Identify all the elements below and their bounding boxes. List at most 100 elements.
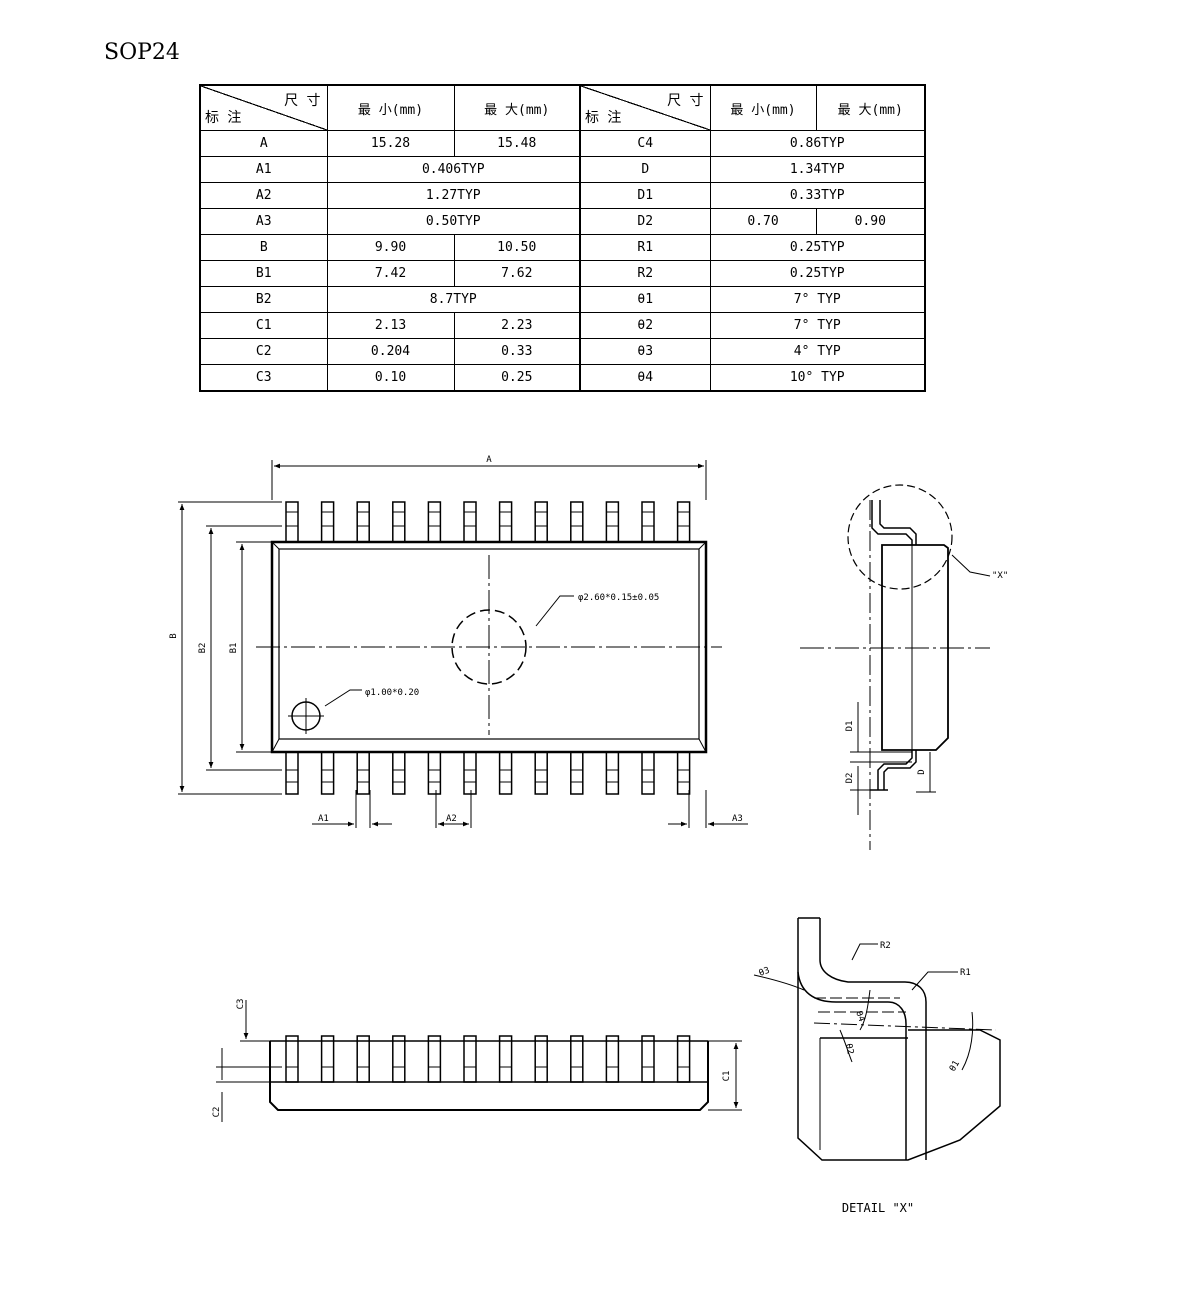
- front-lead-pin: [498, 1035, 513, 1083]
- lead-pin: [605, 751, 620, 795]
- front-lead-pin: [427, 1035, 442, 1083]
- row-value: 0.406TYP: [326, 156, 581, 183]
- front-pins: [285, 1035, 691, 1083]
- lead-pin: [641, 751, 655, 795]
- front-lead-pin: [320, 1035, 335, 1083]
- dim-label-C3: C3: [236, 999, 246, 1010]
- header-max-right: 最 大(mm): [815, 84, 926, 131]
- dimension-table: 尺 寸标 注 最 小(mm) 最 大(mm) 尺 寸标 注 最 小(mm) 最 …: [199, 84, 926, 392]
- row-value: 10° TYP: [709, 364, 926, 392]
- top-pins: [285, 501, 691, 543]
- row-value: 1.34TYP: [709, 156, 926, 183]
- angle-label-theta4: θ4: [853, 1010, 866, 1024]
- table-row: C2 0.204 0.33 θ3 4° TYP: [199, 338, 926, 365]
- row-label: θ3: [579, 338, 711, 365]
- lead-pin: [285, 751, 299, 795]
- row-min: 0.204: [326, 338, 455, 365]
- lead-pin: [570, 501, 584, 543]
- row-max: 7.62: [453, 260, 581, 287]
- table-row: C3 0.10 0.25 θ4 10° TYP: [199, 364, 926, 392]
- lead-pin: [676, 751, 691, 795]
- dim-label-B2: B2: [198, 643, 208, 654]
- lead-pin: [356, 501, 370, 543]
- row-label: D: [579, 156, 711, 183]
- lead-pin: [285, 501, 299, 543]
- dim-label-B1: B1: [229, 643, 239, 654]
- dim-label-D: D: [917, 769, 927, 774]
- angle-label-theta1: θ1: [948, 1059, 962, 1073]
- header-diagonal-cell-right: 尺 寸标 注: [579, 84, 711, 131]
- bottom-pins: [285, 751, 691, 795]
- front-lead-pin: [463, 1035, 477, 1083]
- hole-small-label: φ1.00*0.20: [365, 688, 419, 698]
- front-lead-pin: [392, 1035, 406, 1083]
- lead-pin: [427, 501, 442, 543]
- row-max: 0.25: [453, 364, 581, 392]
- front-lead-pin: [570, 1035, 584, 1083]
- dim-label-C2: C2: [212, 1107, 222, 1118]
- front-view: [216, 1000, 742, 1122]
- row-min: 15.28: [326, 130, 455, 157]
- dim-label-R1: R1: [960, 968, 971, 978]
- top-view: [178, 460, 748, 828]
- dim-label-A3: A3: [732, 814, 743, 824]
- header-min-right: 最 小(mm): [709, 84, 817, 131]
- row-label: R1: [579, 234, 711, 261]
- dim-label-A1: A1: [318, 814, 329, 824]
- row-value: 7° TYP: [709, 312, 926, 339]
- front-lead-pin: [641, 1035, 655, 1083]
- row-max: 10.50: [453, 234, 581, 261]
- header-size-label: 尺 寸: [667, 93, 704, 109]
- lead-pin: [498, 751, 513, 795]
- lead-pin: [641, 501, 655, 543]
- front-lead-pin: [534, 1035, 548, 1083]
- ejector-pin-mark: [451, 609, 527, 685]
- lead-pin: [392, 751, 406, 795]
- header-size-label: 尺 寸: [284, 93, 321, 109]
- header-label-label: 标 注: [205, 110, 242, 126]
- angle-label-theta3: θ3: [758, 966, 772, 979]
- table-row: A2 1.27TYP D1 0.33TYP: [199, 182, 926, 209]
- detail-caption: DETAIL "X": [842, 1201, 914, 1215]
- lead-pin: [463, 501, 477, 543]
- lead-pin: [356, 751, 370, 795]
- table-row: A1 0.406TYP D 1.34TYP: [199, 156, 926, 183]
- row-label: A2: [199, 182, 328, 209]
- detail-x-view: [753, 917, 1001, 1161]
- row-label: C3: [199, 364, 328, 392]
- lead-pin: [320, 501, 335, 543]
- row-label: C1: [199, 312, 328, 339]
- dim-label-C1: C1: [722, 1071, 732, 1082]
- row-value: 0.25TYP: [709, 260, 926, 287]
- page-title: SOP24: [104, 40, 180, 65]
- dim-label-B: B: [169, 633, 179, 638]
- header-label-label: 标 注: [585, 110, 622, 126]
- dim-label-D2: D2: [845, 773, 855, 784]
- hole-big-label: φ2.60*0.15±0.05: [578, 593, 659, 603]
- lead-pin: [427, 751, 442, 795]
- lead-pin: [320, 751, 335, 795]
- front-lead-pin: [605, 1035, 620, 1083]
- row-label: C2: [199, 338, 328, 365]
- lead-pin: [570, 751, 584, 795]
- table-header-row: 尺 寸标 注 最 小(mm) 最 大(mm) 尺 寸标 注 最 小(mm) 最 …: [199, 84, 926, 131]
- front-lead-pin: [285, 1035, 299, 1083]
- row-value: 1.27TYP: [326, 182, 581, 209]
- row-label: D1: [579, 182, 711, 209]
- lead-pin: [534, 751, 548, 795]
- row-max: 0.33: [453, 338, 581, 365]
- detail-x-ref: "X": [992, 571, 1008, 581]
- row-value: 0.33TYP: [709, 182, 926, 209]
- dim-label-R2: R2: [880, 941, 891, 951]
- row-label: θ4: [579, 364, 711, 392]
- lead-pin: [676, 501, 691, 543]
- row-min: 9.90: [326, 234, 455, 261]
- table-row: B 9.90 10.50 R1 0.25TYP: [199, 234, 926, 261]
- row-value: 4° TYP: [709, 338, 926, 365]
- dim-label-D1: D1: [845, 721, 855, 732]
- table-row: B1 7.42 7.62 R2 0.25TYP: [199, 260, 926, 287]
- front-lead-pin: [676, 1035, 691, 1083]
- lead-pin: [534, 501, 548, 543]
- front-lead-pin: [356, 1035, 370, 1083]
